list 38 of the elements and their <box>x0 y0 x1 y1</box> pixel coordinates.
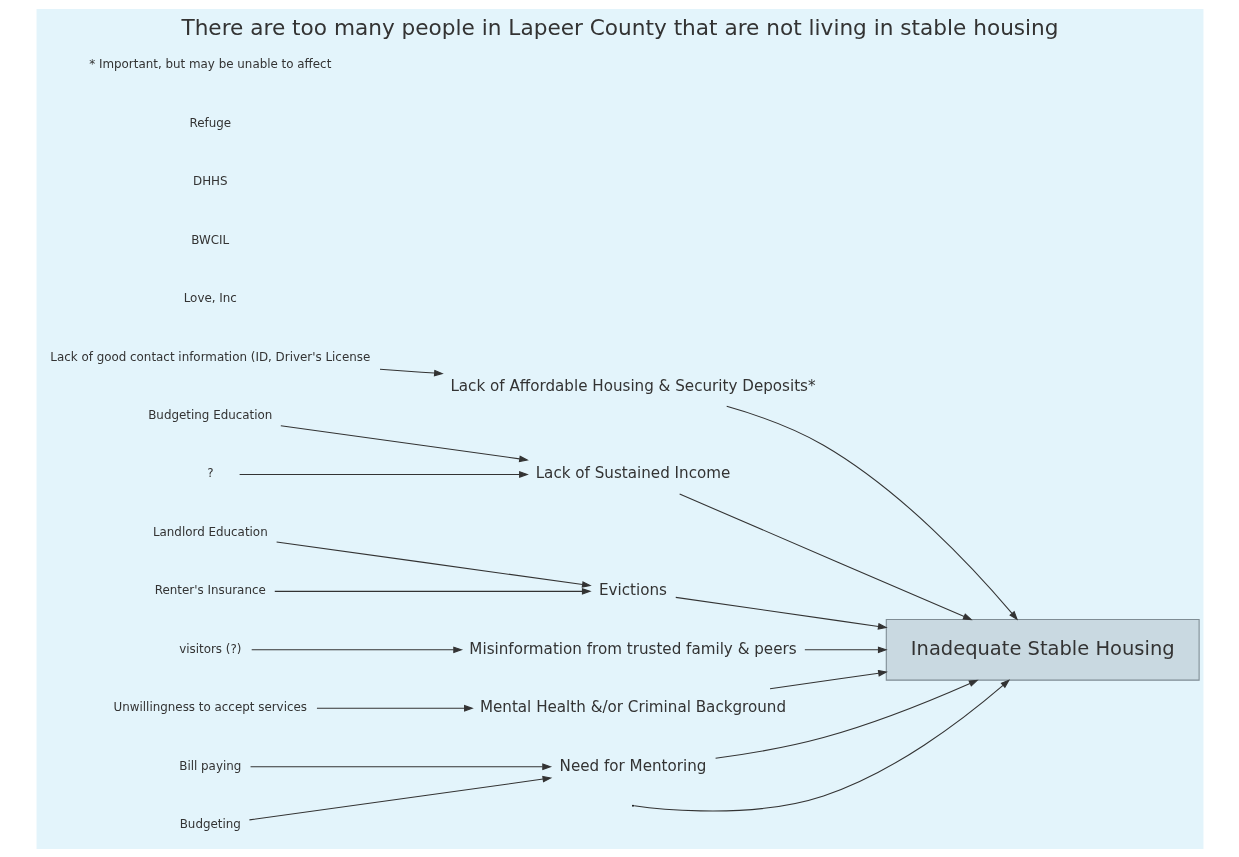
node-text: Bill paying <box>178 758 241 773</box>
arrow <box>678 493 973 620</box>
label: Love, Inc <box>183 290 237 305</box>
node-text: ? <box>206 465 213 480</box>
node-text: Budgeting <box>179 816 241 831</box>
node-text: Unwillingness to accept services <box>113 699 307 714</box>
arrow <box>725 405 1018 620</box>
arrow <box>674 596 888 630</box>
node-text: Mental Health &/or Criminal Background <box>479 697 786 716</box>
node-text: Lack of Sustained Income <box>535 463 730 482</box>
arrow <box>279 424 529 462</box>
arrow <box>275 540 592 588</box>
arrow <box>273 587 592 595</box>
label: * Important, but may be unable to affect <box>88 56 331 71</box>
label: DHHS <box>192 173 228 188</box>
arrow <box>633 678 1010 811</box>
label: BWCIL <box>190 232 229 247</box>
label: Refuge <box>188 115 231 130</box>
node-text: Evictions <box>598 580 667 599</box>
arrow <box>769 669 888 689</box>
node-text: Misinformation from trusted family & peers <box>468 639 797 658</box>
arrow <box>248 775 552 820</box>
arrow <box>249 762 552 770</box>
arrow <box>714 679 979 759</box>
node-text: visitors (?) <box>178 641 241 656</box>
node-text: Need for Mentoring <box>559 756 706 775</box>
node-text: Lack of good contact information (ID, Driver's License <box>49 349 370 364</box>
diagram-title: There are too many people in Lapeer County that are not living in stable housing <box>180 14 1059 40</box>
arrow <box>378 368 444 376</box>
arrow <box>238 470 529 478</box>
node-text: Budgeting Education <box>147 407 272 422</box>
node-text: Renter's Insurance <box>154 582 266 597</box>
arrow <box>250 645 463 653</box>
arrow <box>803 645 888 653</box>
node-text: Lack of Affordable Housing & Security Deposits* <box>449 376 816 395</box>
node-text: Landlord Education <box>152 524 268 539</box>
node-box: Inadequate Stable Housing <box>885 618 1200 681</box>
arrow <box>315 704 474 712</box>
